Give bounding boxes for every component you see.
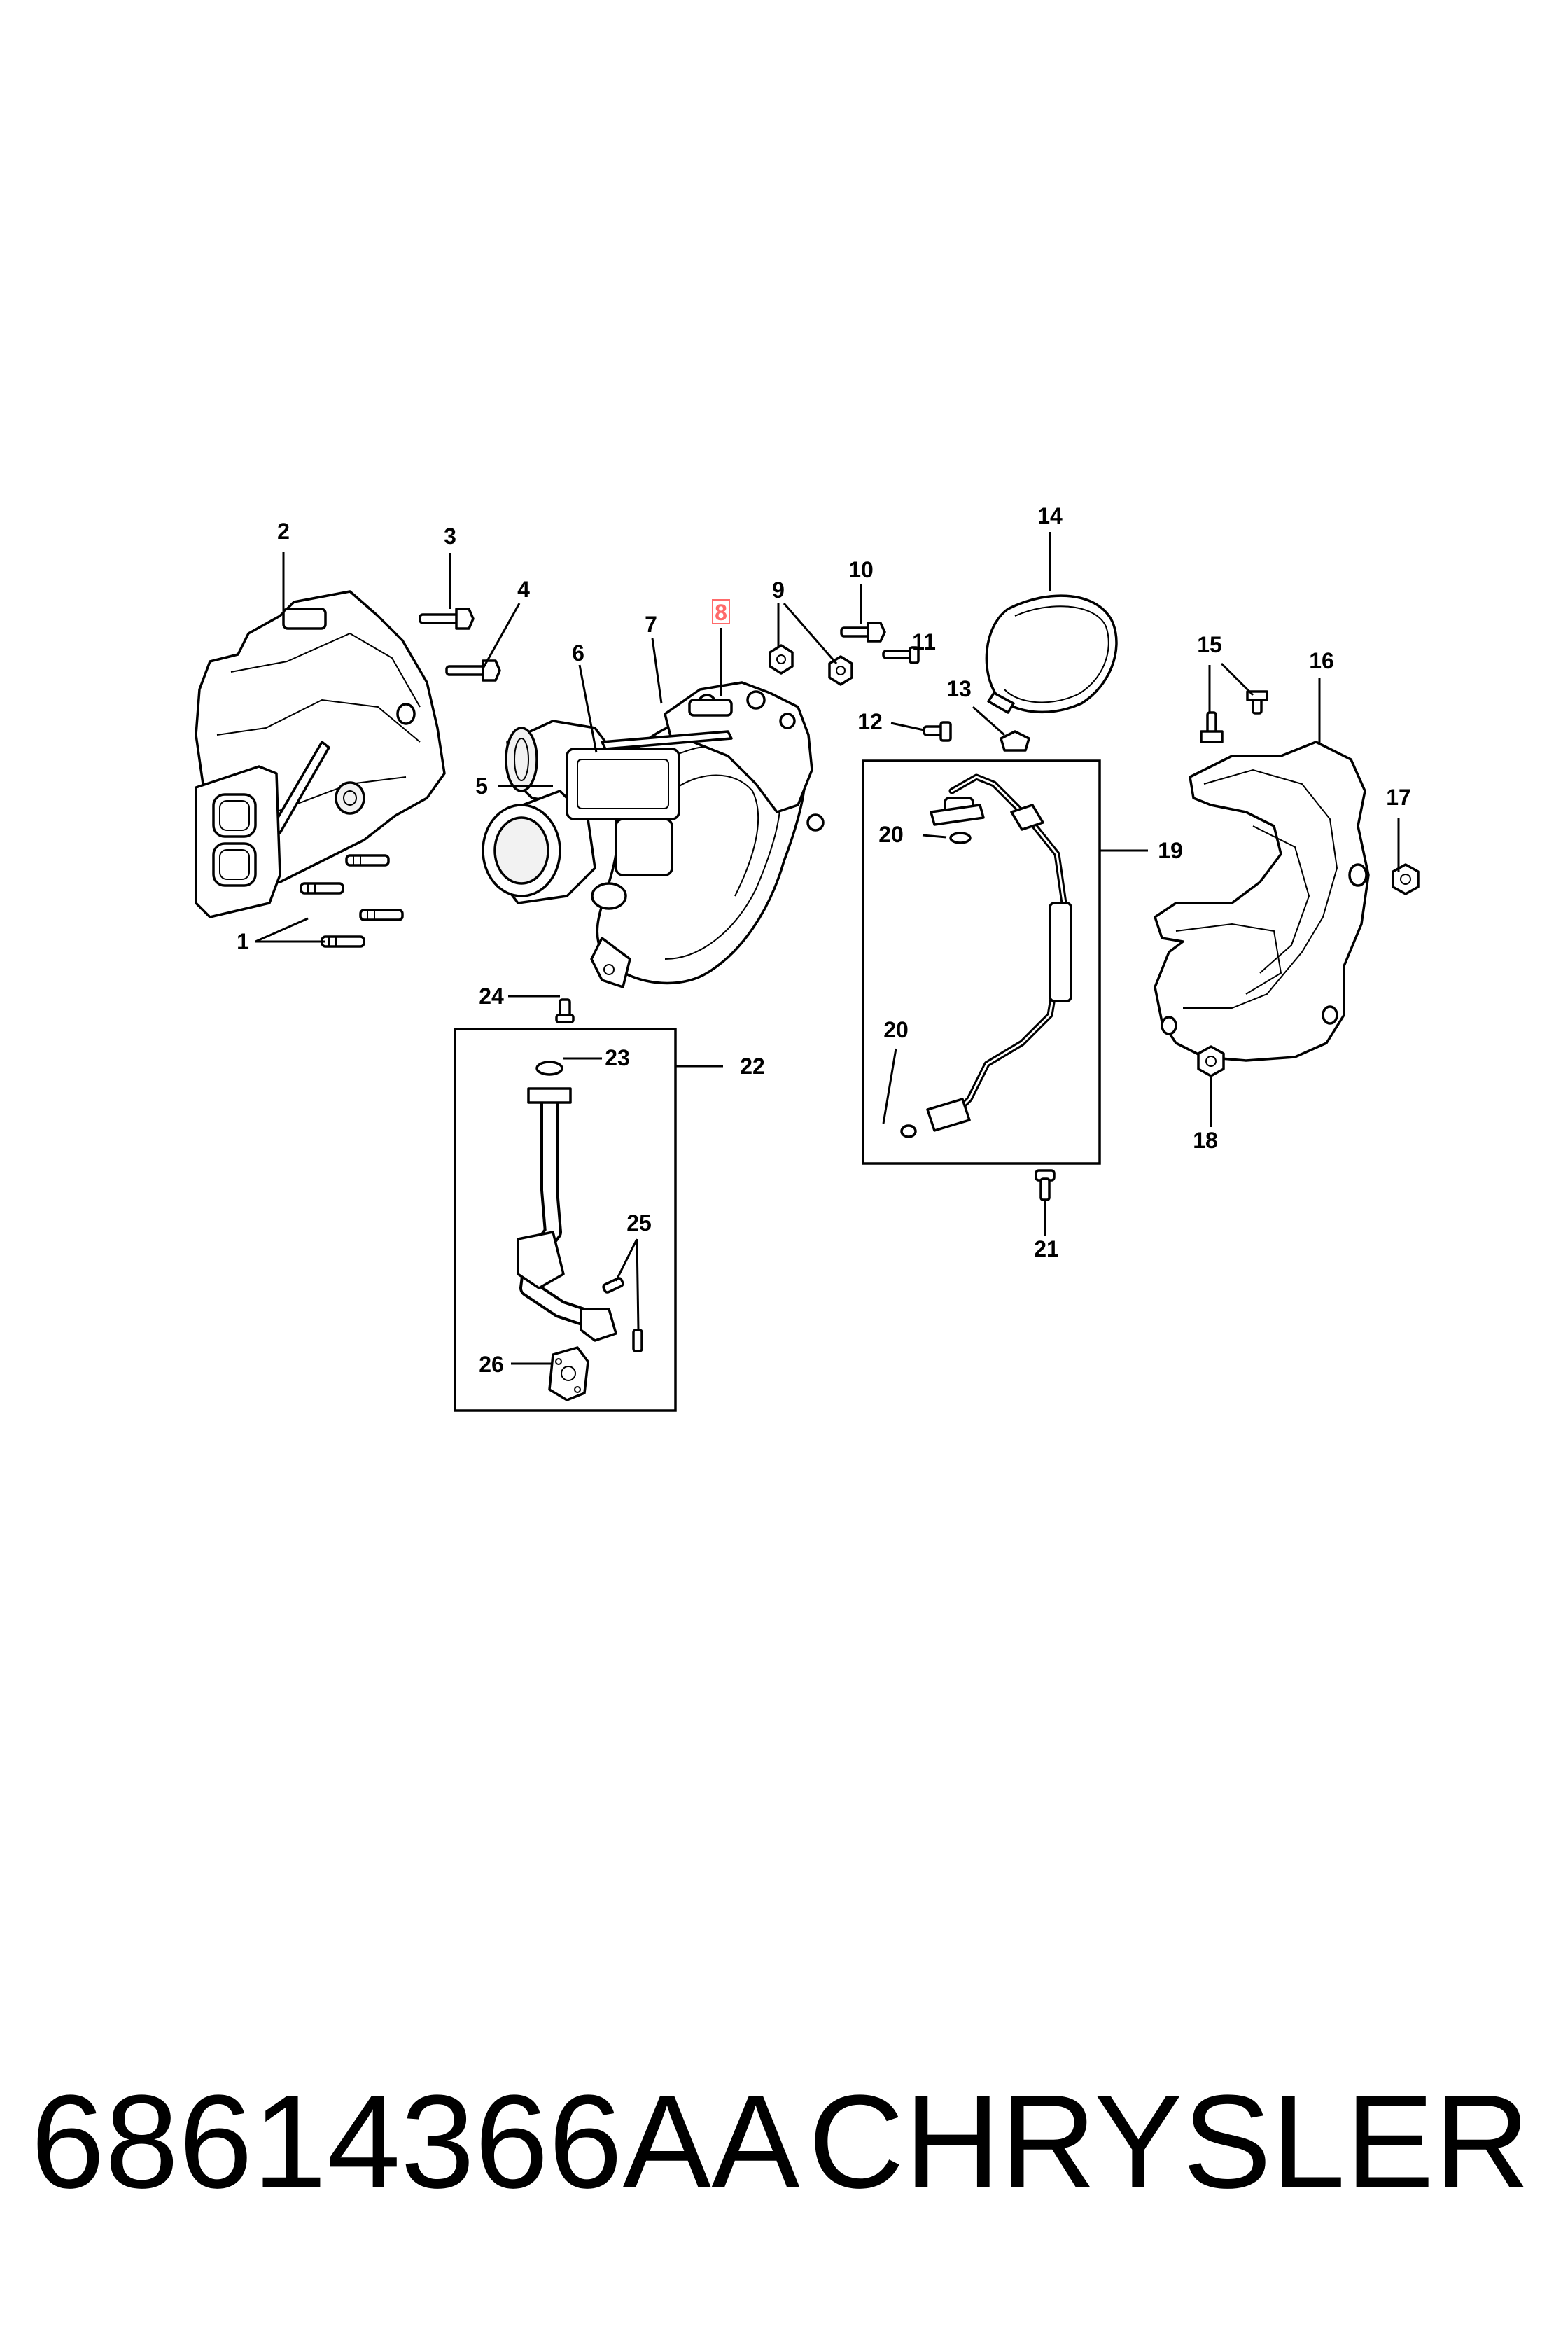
bolt-24-part <box>555 998 575 1023</box>
part-number-text: 68614366AA <box>31 2068 800 2216</box>
gasket-26-part <box>548 1346 589 1401</box>
exhaust-gasket-part <box>195 765 281 918</box>
bolt-15b-part <box>1246 690 1268 715</box>
callout-11: 11 <box>912 629 936 654</box>
callout-16: 16 <box>1309 648 1334 673</box>
callout-8-highlight-box <box>712 599 730 624</box>
callout-5: 5 <box>475 774 488 799</box>
callout-20-lower: 20 <box>883 1017 909 1042</box>
oil-feed-line-box <box>862 760 1101 1165</box>
callout-23: 23 <box>605 1045 630 1070</box>
oil-return-line-part <box>517 1060 617 1342</box>
callout-24: 24 <box>479 983 504 1009</box>
stud-11-part <box>882 646 920 664</box>
studs-part <box>300 854 404 948</box>
callout-21: 21 <box>1034 1236 1059 1261</box>
callout-2: 2 <box>277 519 290 544</box>
callout-10: 10 <box>848 557 874 582</box>
callout-12: 12 <box>858 709 883 734</box>
callout-13: 13 <box>946 676 972 701</box>
nut-18-part <box>1197 1045 1225 1077</box>
heat-shield-right-part <box>1154 741 1370 1062</box>
callout-25: 25 <box>626 1210 652 1236</box>
callout-labels: 1 2 3 4 5 6 7 8 9 10 11 12 13 14 15 16 1… <box>237 503 1411 1377</box>
callout-15: 15 <box>1197 632 1222 657</box>
callout-3: 3 <box>444 524 456 549</box>
bolt-4-part <box>445 659 501 682</box>
callout-17: 17 <box>1386 785 1411 810</box>
callout-18: 18 <box>1193 1128 1218 1153</box>
bolt-3-part <box>419 608 475 630</box>
nut-17-part <box>1392 863 1420 895</box>
callout-4: 4 <box>517 577 530 602</box>
turbocharger-assembly-part <box>482 681 825 988</box>
nut-9b-part <box>828 655 853 686</box>
oil-return-line-box <box>454 1028 677 1412</box>
leader-lines <box>255 532 1400 1365</box>
callout-26: 26 <box>479 1352 504 1377</box>
oil-feed-line-part <box>900 774 1072 1138</box>
nut-9a-part <box>769 644 794 675</box>
callout-22: 22 <box>740 1054 765 1079</box>
bolt-15a-part <box>1200 711 1224 743</box>
bolt-12-part <box>923 721 952 742</box>
callout-19: 19 <box>1158 838 1183 863</box>
callout-7: 7 <box>645 612 657 637</box>
callout-20-upper: 20 <box>878 822 904 847</box>
callout-1: 1 <box>237 929 249 954</box>
v-band-clamp-part <box>985 594 1118 714</box>
banjo-bolt-21-part <box>1035 1169 1056 1201</box>
callout-9: 9 <box>772 578 785 603</box>
nut-13-part <box>1000 730 1030 752</box>
callout-8: 8 <box>715 600 727 625</box>
brand-text: CHRYSLER <box>808 2068 1530 2216</box>
callout-6: 6 <box>572 640 584 666</box>
bolt-10-part <box>840 622 886 643</box>
callout-14: 14 <box>1037 503 1063 528</box>
